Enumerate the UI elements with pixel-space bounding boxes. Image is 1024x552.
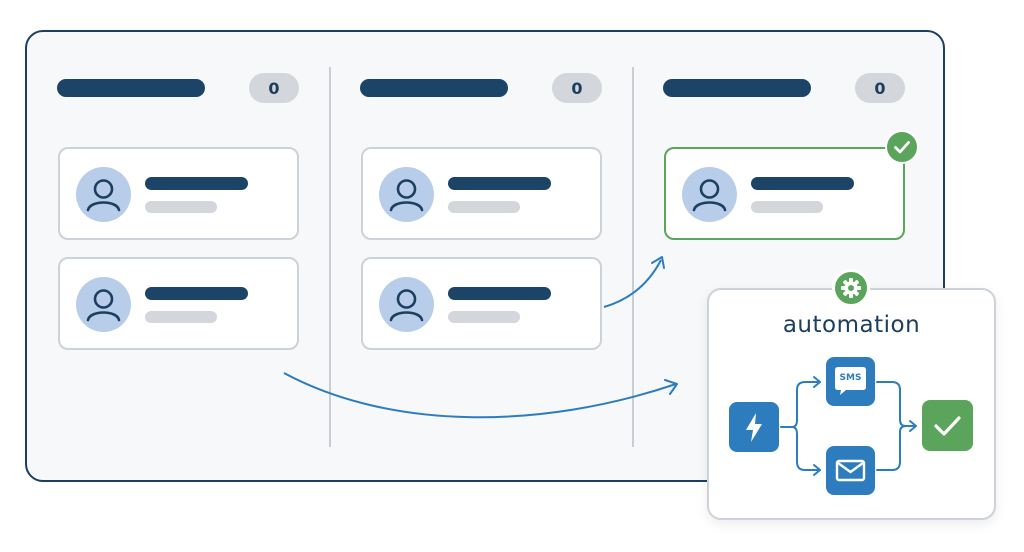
contact-name-placeholder — [751, 177, 854, 190]
contact-card[interactable] — [58, 147, 299, 240]
contact-name-placeholder — [448, 177, 551, 190]
contact-name-placeholder — [145, 177, 248, 190]
column-divider — [632, 67, 634, 447]
automation-title: automation — [782, 312, 921, 338]
column-1-count-badge: 0 — [249, 73, 299, 103]
column-3-title-placeholder — [663, 79, 811, 97]
check-icon — [885, 130, 919, 164]
sms-label: SMS — [839, 373, 862, 383]
user-icon — [76, 167, 131, 222]
contact-name-placeholder — [448, 287, 551, 300]
contact-detail-placeholder — [448, 201, 520, 213]
sms-bubble-icon[interactable] — [826, 357, 875, 406]
user-icon — [76, 277, 131, 332]
column-2-count-badge: 0 — [552, 73, 602, 103]
user-icon — [682, 167, 737, 222]
lightning-icon[interactable] — [729, 402, 779, 452]
contact-detail-placeholder — [448, 311, 520, 323]
check-icon[interactable] — [922, 400, 973, 451]
contact-name-placeholder — [145, 287, 248, 300]
user-icon — [379, 167, 434, 222]
column-1-title-placeholder — [57, 79, 205, 97]
contact-card[interactable] — [58, 257, 299, 350]
contact-detail-placeholder — [145, 311, 217, 323]
column-divider — [329, 67, 331, 447]
completed-contact-card[interactable] — [664, 147, 905, 240]
column-3-count-badge: 0 — [855, 73, 905, 103]
contact-card[interactable] — [361, 257, 602, 350]
user-icon — [379, 277, 434, 332]
contact-card[interactable] — [361, 147, 602, 240]
contact-detail-placeholder — [751, 201, 823, 213]
gear-icon — [832, 269, 870, 307]
column-2-title-placeholder — [360, 79, 508, 97]
contact-detail-placeholder — [145, 201, 217, 213]
mail-icon[interactable] — [826, 446, 875, 495]
